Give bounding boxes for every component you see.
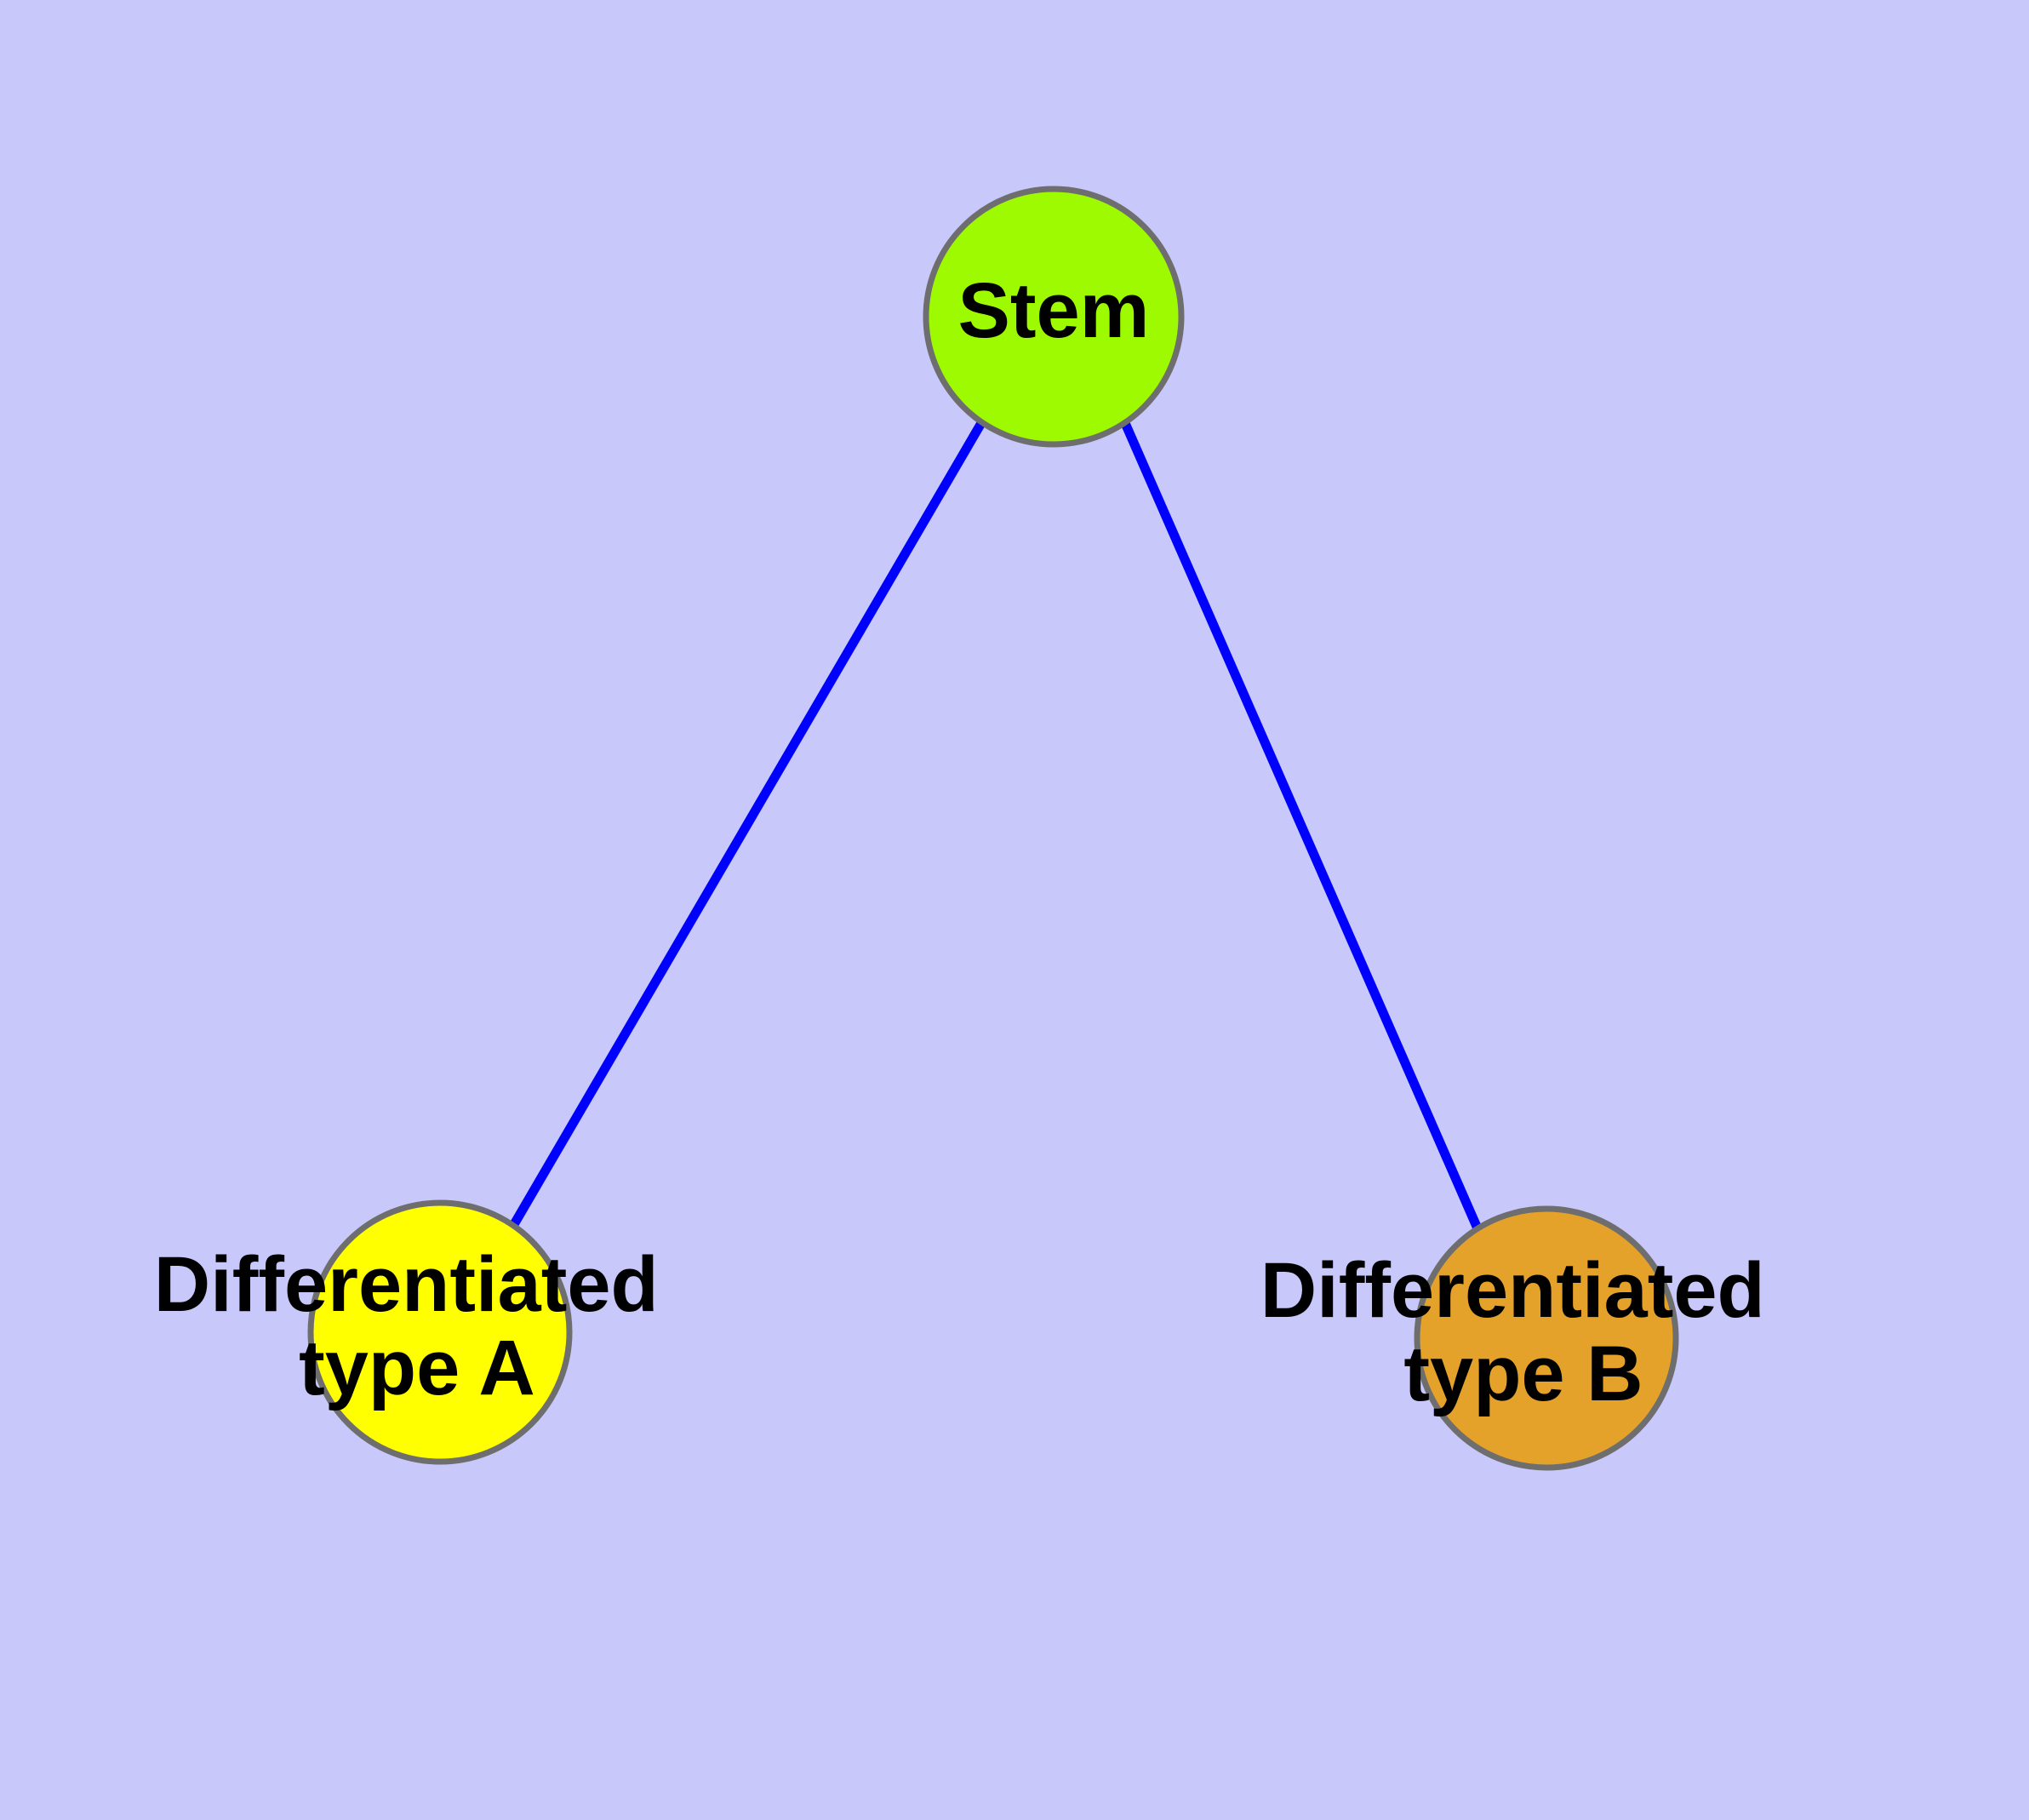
edge-stem-to-differentiated-type-b[interactable] [1120, 421, 1483, 1231]
node-differentiated-type-a-label: Differentiated type A [154, 1242, 681, 1412]
node-differentiated-type-b-label-line-1: Differentiated [1260, 1248, 1765, 1335]
node-differentiated-type-a-label-line-2: type A [299, 1325, 535, 1411]
node-differentiated-type-b[interactable]: Differentiated type B [1260, 1205, 1787, 1471]
node-differentiated-type-b-label: Differentiated type B [1260, 1248, 1787, 1418]
node-differentiated-type-a-label-line-1: Differentiated [154, 1242, 659, 1329]
edge-stem-to-differentiated-type-a[interactable] [509, 421, 986, 1228]
node-differentiated-type-a[interactable]: Differentiated type A [154, 1199, 681, 1465]
node-differentiated-type-b-label-line-2: type B [1403, 1331, 1643, 1417]
node-differentiated-type-a-circle[interactable] [307, 1199, 573, 1465]
node-stem-label: Stem [958, 267, 1150, 354]
node-stem[interactable]: Stem [923, 186, 1185, 448]
edges-group [509, 421, 1483, 1231]
node-differentiated-type-b-circle[interactable] [1414, 1205, 1679, 1471]
node-stem-circle[interactable] [923, 186, 1185, 448]
node-stem-label-line-1: Stem [958, 267, 1150, 354]
nodes-group: Stem Differentiated type A Differentiate… [154, 186, 1787, 1471]
